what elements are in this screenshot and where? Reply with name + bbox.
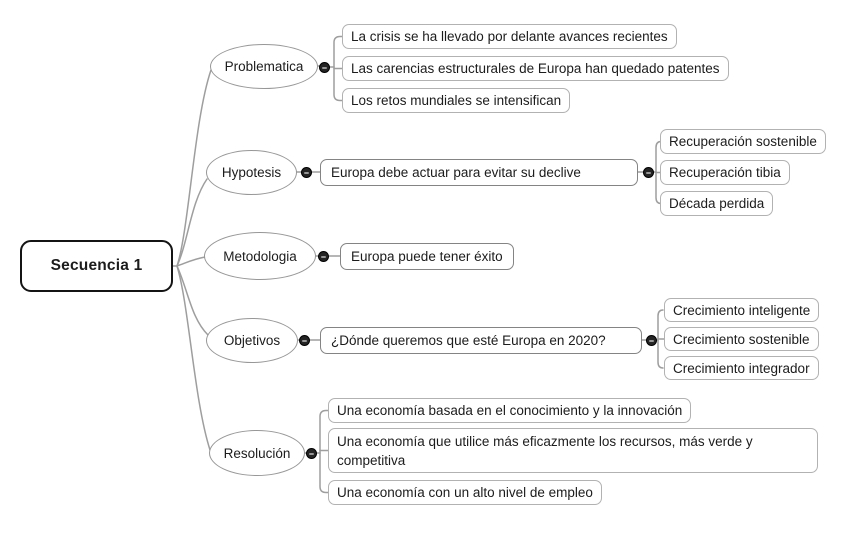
collapse-toggle-resolucion[interactable]	[306, 448, 317, 459]
branch-hypotesis[interactable]: Hypotesis	[206, 150, 297, 195]
child-node[interactable]: Crecimiento sostenible	[664, 327, 819, 351]
node-label: ¿Dónde queremos que esté Europa en 2020?	[331, 333, 606, 348]
child-node[interactable]: Década perdida	[660, 191, 774, 216]
objetivos-main-node[interactable]: ¿Dónde queremos que esté Europa en 2020?	[320, 327, 642, 354]
minus-icon	[302, 339, 307, 342]
branch-problematica[interactable]: Problematica	[210, 44, 318, 89]
minus-icon	[304, 171, 309, 174]
collapse-toggle-hypotesis[interactable]	[301, 167, 312, 178]
collapse-toggle-problematica[interactable]	[319, 62, 330, 73]
child-label: Crecimiento sostenible	[673, 331, 810, 347]
child-node[interactable]: Una economía basada en el conocimiento y…	[328, 398, 692, 423]
branch-resolucion[interactable]: Resolución	[209, 430, 305, 476]
child-label: Década perdida	[669, 196, 765, 211]
child-label: Recuperación sostenible	[669, 134, 817, 149]
child-label: Una economía que utilice más eficazmente…	[337, 434, 753, 468]
root-label: Secuencia 1	[50, 257, 143, 274]
child-label: Una economía con un alto nivel de empleo	[337, 485, 593, 500]
collapse-toggle-metodologia[interactable]	[318, 251, 329, 262]
child-node[interactable]: Crecimiento inteligente	[664, 298, 820, 322]
minus-icon	[321, 255, 326, 258]
branch-label: Hypotesis	[221, 165, 282, 180]
child-label: Crecimiento integrador	[673, 360, 810, 376]
collapse-toggle-objetivos-main[interactable]	[646, 335, 657, 346]
root-node-secuencia[interactable]: Secuencia 1	[20, 240, 173, 292]
metodologia-main-node[interactable]: Europa puede tener éxito	[340, 243, 514, 270]
child-node[interactable]: Las carencias estructurales de Europa ha…	[342, 56, 729, 81]
child-node[interactable]: La crisis se ha llevado por delante avan…	[342, 24, 677, 49]
minus-icon	[646, 171, 651, 174]
child-node[interactable]: Una economía con un alto nivel de empleo	[328, 480, 602, 505]
branch-label: Problematica	[224, 59, 304, 74]
collapse-toggle-hypotesis-main[interactable]	[643, 167, 654, 178]
branch-label: Metodologia	[223, 248, 297, 264]
branch-label: Resolución	[223, 445, 291, 461]
minus-icon	[649, 339, 654, 342]
branch-label: Objetivos	[223, 333, 281, 348]
child-node[interactable]: Recuperación tibia	[660, 160, 790, 185]
child-node[interactable]: Recuperación sostenible	[660, 129, 826, 154]
node-label: Europa puede tener éxito	[351, 249, 503, 264]
child-label: Los retos mundiales se intensifican	[351, 93, 562, 108]
child-label: Las carencias estructurales de Europa ha…	[351, 61, 720, 76]
collapse-toggle-objetivos[interactable]	[299, 335, 310, 346]
minus-icon	[309, 452, 314, 455]
branch-metodologia[interactable]: Metodologia	[204, 232, 316, 280]
branch-objetivos[interactable]: Objetivos	[206, 318, 298, 363]
child-label: Crecimiento inteligente	[673, 302, 811, 318]
child-node[interactable]: Los retos mundiales se intensifican	[342, 88, 571, 113]
child-node[interactable]: Una economía que utilice más eficazmente…	[328, 428, 818, 473]
node-label: Europa debe actuar para evitar su decliv…	[331, 165, 581, 180]
child-node[interactable]: Crecimiento integrador	[664, 356, 819, 380]
child-label: Una economía basada en el conocimiento y…	[337, 403, 683, 418]
child-label: Recuperación tibia	[669, 165, 781, 180]
hypotesis-main-node[interactable]: Europa debe actuar para evitar su decliv…	[320, 159, 638, 186]
child-label: La crisis se ha llevado por delante avan…	[351, 29, 668, 44]
minus-icon	[322, 66, 327, 69]
